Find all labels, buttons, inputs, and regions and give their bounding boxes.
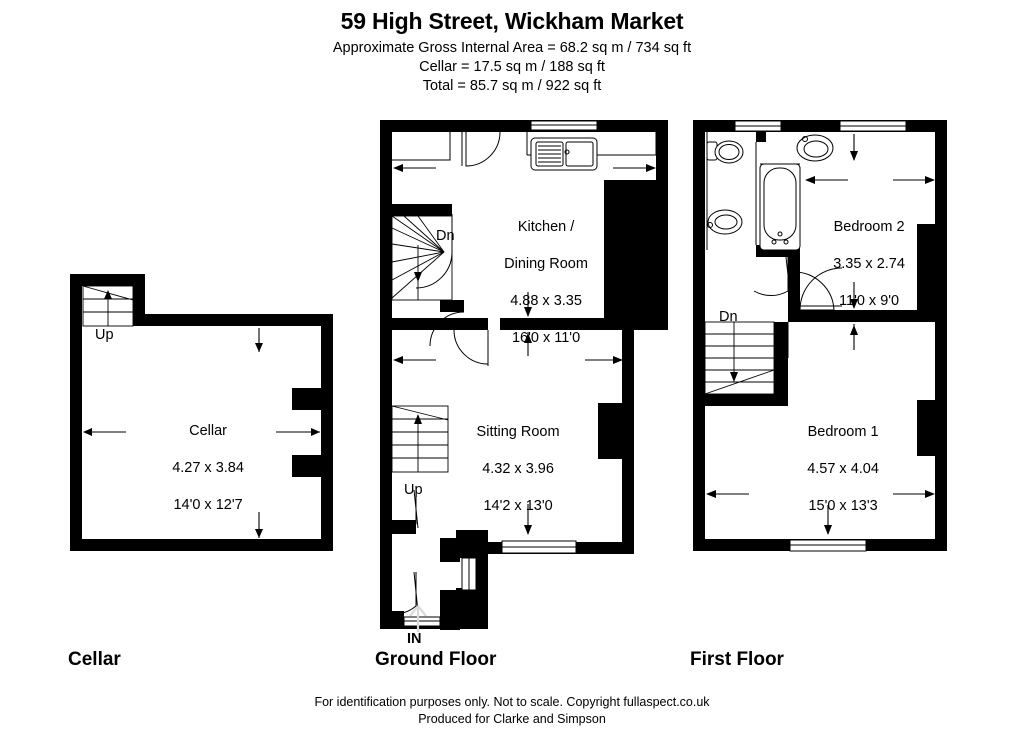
cellar-walls bbox=[70, 274, 333, 551]
window-kitchen-rear bbox=[530, 120, 598, 131]
room-metric-kitchen: 4.88 x 3.35 bbox=[510, 293, 582, 310]
floor-caption-first: First Floor bbox=[690, 649, 784, 670]
entrance-in-label: IN bbox=[407, 631, 422, 647]
bathroom-toilet-icon bbox=[706, 140, 744, 164]
window-sitting-room bbox=[501, 540, 577, 554]
kitchen-sink-icon bbox=[530, 137, 598, 171]
room-label-bedroom2: Bedroom 2 3.35 x 2.74 11'0 x 9'0 bbox=[781, 200, 941, 329]
floor-caption-ground: Ground Floor bbox=[375, 649, 497, 670]
page-title: 59 High Street, Wickham Market bbox=[340, 8, 684, 34]
footer-disclaimer: For identification purposes only. Not to… bbox=[314, 695, 710, 709]
area-summary-cellar: Cellar = 17.5 sq m / 188 sq ft bbox=[419, 59, 605, 75]
room-metric-cellar: 4.27 x 3.84 bbox=[172, 460, 244, 477]
room-name-cellar: Cellar bbox=[189, 423, 227, 440]
room-metric-bedroom1: 4.57 x 4.04 bbox=[807, 461, 879, 478]
bathroom-bath-icon bbox=[759, 163, 801, 251]
room-imperial-kitchen: 16'0 x 11'0 bbox=[511, 329, 581, 346]
ground-dimension-arrows bbox=[393, 164, 656, 535]
room-imperial-sitting: 14'2 x 13'0 bbox=[483, 498, 553, 515]
room-label-cellar: Cellar 4.27 x 3.84 14'0 x 12'7 bbox=[120, 404, 280, 533]
first-floor-dimension-arrows bbox=[706, 134, 935, 535]
room-label-sitting-room: Sitting Room 4.32 x 3.96 14'2 x 13'0 bbox=[430, 405, 590, 534]
ground-stair-down bbox=[391, 215, 453, 301]
room-metric-sitting: 4.32 x 3.96 bbox=[482, 461, 554, 478]
ground-stair-up bbox=[391, 405, 449, 473]
window-bedroom1 bbox=[789, 539, 867, 552]
room-label-bedroom1: Bedroom 1 4.57 x 4.04 15'0 x 13'3 bbox=[755, 405, 915, 534]
window-bedroom2 bbox=[839, 120, 907, 132]
first-floor-walls bbox=[693, 120, 947, 551]
room-name-bedroom2: Bedroom 2 bbox=[833, 219, 905, 236]
room-metric-bedroom2: 3.35 x 2.74 bbox=[833, 256, 905, 273]
hall-glazed-screen bbox=[461, 557, 477, 591]
cellar-stair-up-label: Up bbox=[95, 327, 114, 343]
window-bathroom bbox=[734, 120, 782, 132]
ground-stair-up-label: Up bbox=[404, 482, 423, 498]
room-imperial-bedroom2: 11'0 x 9'0 bbox=[839, 293, 900, 310]
room-name-sitting: Sitting Room bbox=[476, 424, 560, 441]
window-porch bbox=[403, 616, 441, 627]
bathroom-basin-icon bbox=[707, 209, 743, 235]
room-imperial-cellar: 14'0 x 12'7 bbox=[173, 497, 243, 514]
cellar-dimension-arrows bbox=[83, 328, 320, 538]
room-imperial-bedroom1: 15'0 x 13'3 bbox=[808, 498, 878, 515]
first-stair-down bbox=[704, 321, 775, 395]
cellar-stair-up bbox=[82, 285, 134, 327]
area-summary-gross: Approximate Gross Internal Area = 68.2 s… bbox=[332, 40, 692, 56]
floor-caption-cellar: Cellar bbox=[68, 649, 121, 670]
room-name-kitchen-line2: Dining Room bbox=[504, 256, 588, 273]
ground-floor-walls bbox=[380, 120, 668, 630]
bedroom2-basin-icon bbox=[796, 134, 834, 162]
area-summary-total: Total = 85.7 sq m / 922 sq ft bbox=[422, 78, 602, 94]
room-name-kitchen-line1: Kitchen / bbox=[517, 219, 575, 236]
entrance-in-arrow-icon bbox=[409, 605, 427, 632]
ground-stair-down-label: Dn bbox=[436, 228, 455, 244]
footer-producer: Produced for Clarke and Simpson bbox=[418, 712, 606, 726]
room-name-bedroom1: Bedroom 1 bbox=[807, 424, 879, 441]
room-label-kitchen-dining: Kitchen / Dining Room 4.88 x 3.35 16'0 x… bbox=[458, 200, 618, 366]
first-stair-down-label: Dn bbox=[719, 309, 738, 325]
